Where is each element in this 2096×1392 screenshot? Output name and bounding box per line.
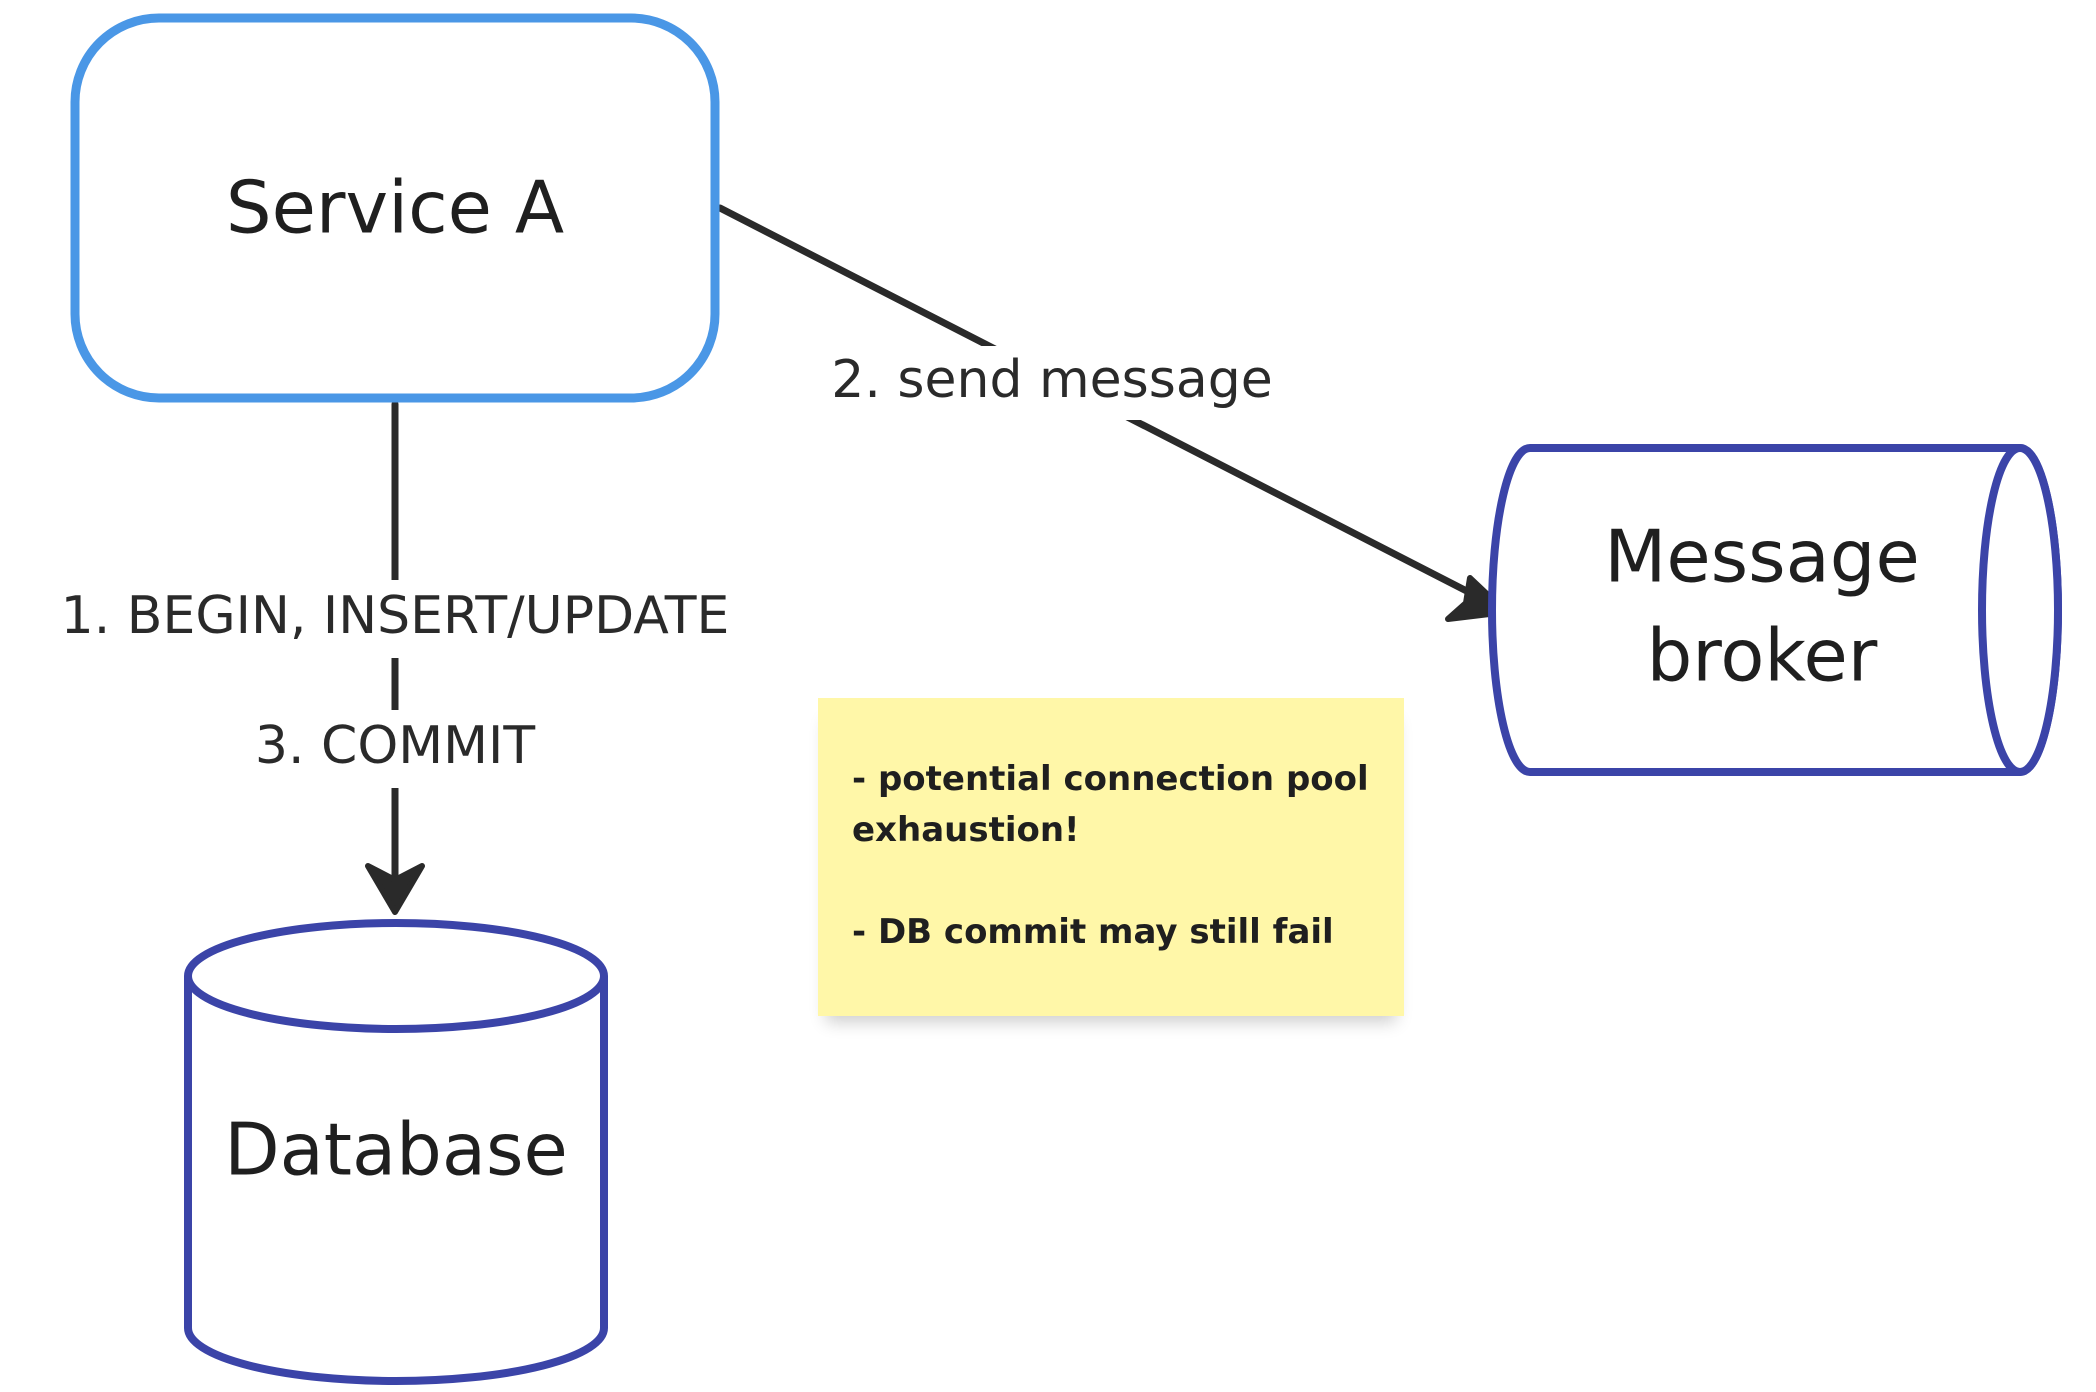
edge-service-to-database[interactable]: 1. BEGIN, INSERT/UPDATE 3. COMMIT — [26, 400, 764, 915]
message-broker-label-line-2: broker — [1647, 614, 1878, 698]
node-message-broker[interactable]: Message broker — [1488, 444, 2062, 776]
database-body — [184, 976, 608, 1385]
database-top-cap — [184, 919, 608, 1033]
database-label: Database — [224, 1108, 568, 1192]
node-database[interactable]: Database — [184, 919, 608, 1385]
message-broker-end-cap — [1978, 444, 2062, 776]
sticky-note-gap — [852, 856, 1372, 907]
service-a-box — [70, 13, 720, 403]
service-a-label: Service A — [226, 166, 564, 250]
edge-label-commit: 3. COMMIT — [255, 716, 535, 776]
sticky-note-line-1: - potential connection pool exhaustion! — [852, 759, 1381, 850]
edge-label-begin-insert-update: 1. BEGIN, INSERT/UPDATE — [61, 586, 730, 646]
arrowhead-icon — [365, 863, 425, 915]
edge-label-bg — [26, 580, 764, 658]
edge-label-bg — [232, 710, 558, 788]
sticky-note[interactable]: - potential connection pool exhaustion! … — [818, 698, 1404, 1016]
edge-service-to-broker[interactable]: 2. send message — [716, 204, 1509, 622]
message-broker-body — [1488, 444, 2062, 776]
sticky-note-line-2: - DB commit may still fail — [852, 912, 1334, 952]
edge-label-send-message: 2. send message — [831, 350, 1272, 410]
edge-label-bg — [832, 346, 1272, 420]
node-service-a[interactable]: Service A — [70, 13, 720, 403]
message-broker-label-line-1: Message — [1604, 515, 1920, 599]
